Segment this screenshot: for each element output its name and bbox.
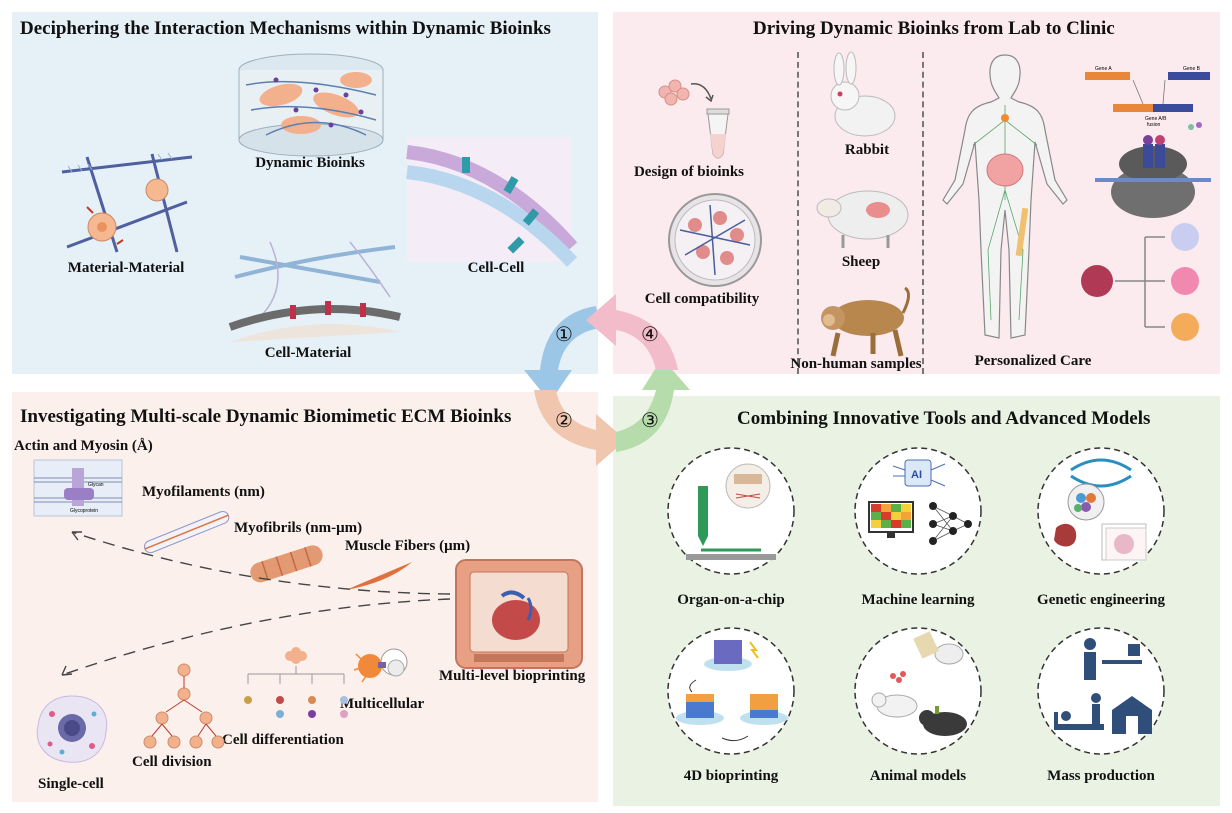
label-single-cell: Single-cell bbox=[38, 776, 104, 792]
label-design-of-bioinks: Design of bioinks bbox=[633, 164, 745, 180]
label-sheep: Sheep bbox=[841, 254, 881, 270]
bioprinter-illustration bbox=[455, 559, 583, 669]
myofibril-illustration bbox=[250, 545, 323, 583]
label-multi-level-bioprinting: Multi-level bioprinting bbox=[439, 668, 586, 684]
machine-learning-illustration: AI bbox=[854, 447, 982, 575]
dynamic-bioinks-dish-illustration bbox=[238, 53, 384, 157]
gene-b-label: Gene B bbox=[1183, 66, 1201, 72]
cycle-number-2: ② bbox=[555, 410, 573, 432]
label-myofibrils: Myofibrils (nm-μm) bbox=[234, 520, 363, 536]
label-cell-compatibility: Cell compatibility bbox=[644, 291, 760, 307]
ribosome-illustration bbox=[1095, 122, 1211, 218]
cell-cluster-personalized-illustration bbox=[1081, 223, 1199, 341]
cell-differentiation-illustration bbox=[244, 647, 348, 718]
cell-compatibility-dish-illustration bbox=[668, 193, 762, 287]
label-material-material: Material-Material bbox=[67, 260, 185, 276]
panel-title: Combining Innovative Tools and Advanced … bbox=[737, 408, 1151, 429]
cell-material-illustration bbox=[228, 241, 401, 342]
gene-a-label: Gene A bbox=[1095, 66, 1112, 72]
label-mass-production: Mass production bbox=[1047, 768, 1155, 784]
material-material-illustration bbox=[61, 152, 193, 253]
label-organ-on-a-chip: Organ-on-a-chip bbox=[677, 592, 785, 608]
cycle-number-3: ③ bbox=[641, 410, 659, 432]
muscle-fiber-illustration bbox=[346, 562, 412, 590]
label-non-human-samples: Non-human samples bbox=[790, 356, 922, 372]
sheep-illustration bbox=[816, 190, 909, 248]
glycoprotein-label: Glycoprotein bbox=[70, 508, 98, 514]
label-animal-models: Animal models bbox=[869, 768, 967, 784]
label-myofilaments: Myofilaments (nm) bbox=[142, 484, 265, 500]
label-cell-cell: Cell-Cell bbox=[467, 260, 525, 276]
gene-fusion-illustration: Gene A Gene B Gene A/B fusion bbox=[1085, 66, 1210, 128]
fusion-label: fusion bbox=[1147, 122, 1161, 128]
ai-chip-text: AI bbox=[911, 469, 922, 481]
label-genetic-engineering: Genetic engineering bbox=[1037, 592, 1165, 608]
divider-dashed bbox=[797, 52, 799, 374]
label-muscle-fibers: Muscle Fibers (μm) bbox=[345, 538, 471, 554]
cell-cell-illustration bbox=[406, 137, 578, 267]
label-rabbit: Rabbit bbox=[844, 142, 890, 158]
rabbit-illustration bbox=[830, 51, 896, 137]
panel-lab-to-clinic: Driving Dynamic Bioinks from Lab to Clin… bbox=[613, 12, 1220, 374]
label-machine-learning: Machine learning bbox=[861, 592, 975, 608]
panel-innovative-tools: Combining Innovative Tools and Advanced … bbox=[613, 396, 1220, 806]
bioink-tube-illustration bbox=[658, 79, 730, 159]
central-cycle-arrows bbox=[524, 294, 690, 466]
label-multicellular: Multicellular bbox=[340, 696, 425, 712]
dashed-arrow-upper bbox=[71, 531, 451, 595]
panel-multi-scale-ecm: Investigating Multi-scale Dynamic Biomim… bbox=[12, 392, 598, 802]
label-actin-myosin: Actin and Myosin (Å) bbox=[14, 438, 153, 454]
panel-title: Investigating Multi-scale Dynamic Biomim… bbox=[20, 406, 512, 427]
organ-on-a-chip-illustration bbox=[667, 447, 795, 575]
actin-myosin-inset-illustration: Glycan Glycoprotein bbox=[33, 459, 123, 517]
divider-dashed bbox=[922, 52, 924, 374]
label-personalized-care: Personalized Care bbox=[974, 353, 1092, 369]
label-cell-material: Cell-Material bbox=[264, 345, 352, 361]
animal-models-illustration bbox=[854, 627, 982, 755]
myofilament-illustration bbox=[143, 510, 230, 554]
panel-interaction-mechanisms: Deciphering the Interaction Mechanisms w… bbox=[12, 12, 598, 374]
label-cell-differentiation: Cell differentiation bbox=[222, 732, 344, 748]
panel-title: Deciphering the Interaction Mechanisms w… bbox=[20, 18, 551, 39]
genetic-engineering-illustration bbox=[1037, 447, 1165, 575]
gene-ab-label: Gene A/B bbox=[1145, 116, 1167, 122]
single-cell-illustration bbox=[36, 695, 108, 763]
panel-title: Driving Dynamic Bioinks from Lab to Clin… bbox=[753, 18, 1115, 39]
dashed-arrow-lower bbox=[61, 598, 451, 676]
label-cell-division: Cell division bbox=[132, 754, 212, 770]
4d-bioprinting-illustration bbox=[667, 627, 795, 755]
label-dynamic-bioinks: Dynamic Bioinks bbox=[255, 155, 365, 171]
mass-production-illustration bbox=[1037, 627, 1165, 755]
cycle-number-4: ④ bbox=[641, 324, 659, 346]
label-4d-bioprinting: 4D bioprinting bbox=[683, 768, 779, 784]
cell-division-illustration bbox=[143, 663, 225, 749]
multicellular-illustration bbox=[353, 648, 408, 683]
human-body-illustration bbox=[942, 54, 1068, 339]
glycan-label: Glycan bbox=[88, 482, 104, 488]
cycle-number-1: ① bbox=[555, 324, 573, 346]
monkey-illustration bbox=[821, 286, 910, 357]
